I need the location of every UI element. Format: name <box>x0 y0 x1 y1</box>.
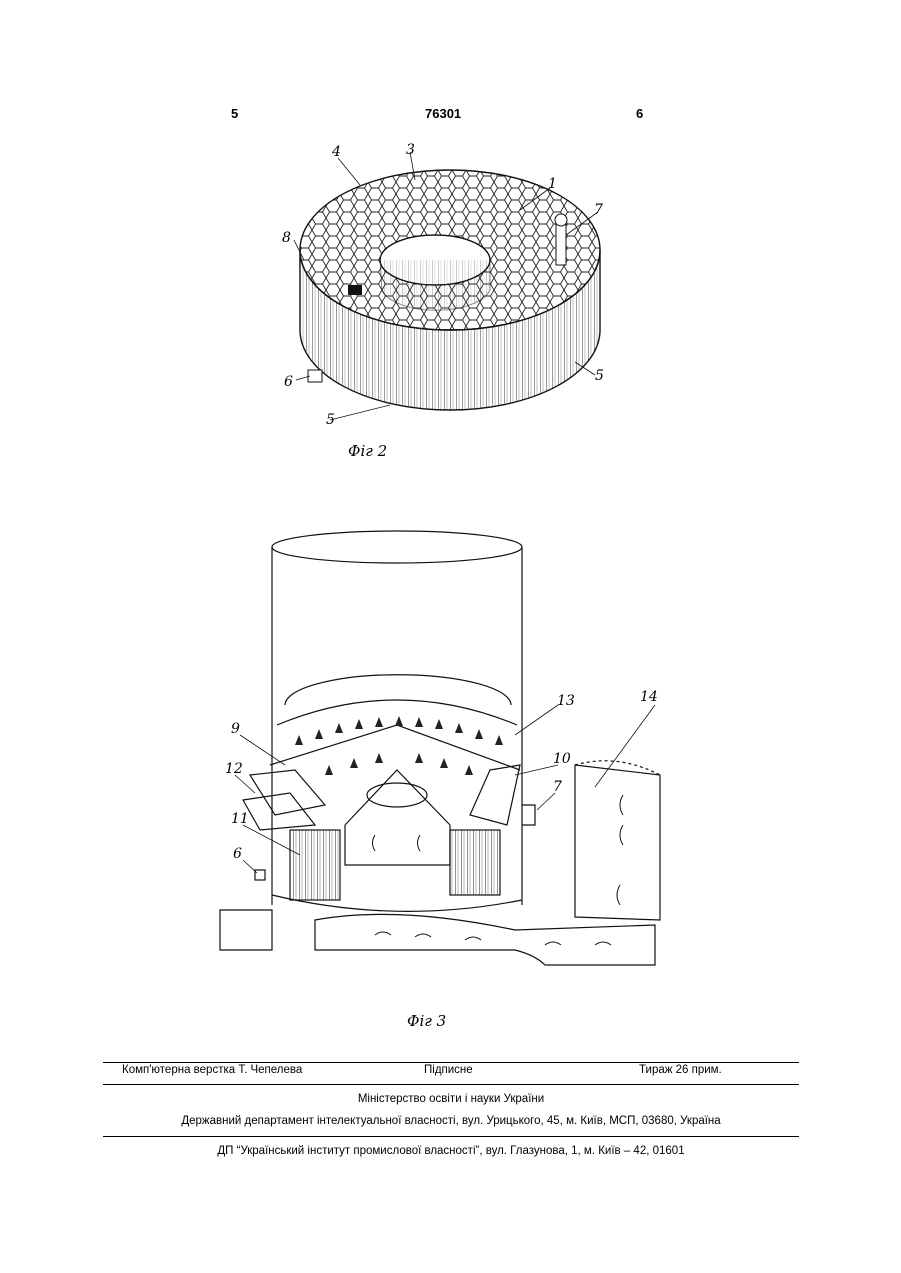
figure-2-caption: Фіг 2 <box>348 442 387 460</box>
fig3-label-6: 6 <box>233 846 242 862</box>
fig2-label-3: 3 <box>406 142 415 158</box>
figure-3-furnace-section: 9 12 11 6 13 10 7 14 <box>215 525 675 975</box>
fig2-label-4: 4 <box>331 144 341 160</box>
fig2-label-5-bottom: 5 <box>326 412 335 428</box>
left-page-number: 5 <box>231 106 238 121</box>
fig3-label-10: 10 <box>553 751 571 767</box>
document-number: 76301 <box>425 106 461 121</box>
fig3-label-9: 9 <box>231 721 240 737</box>
fig3-label-14: 14 <box>640 689 658 705</box>
fig3-label-12: 12 <box>225 761 243 777</box>
footer-ministry: Міністерство освіти і науки України <box>103 1093 799 1105</box>
footer-signed: Підписне <box>424 1064 473 1076</box>
footer-rule-top <box>103 1062 799 1063</box>
figure-2-honeycomb-ring: 4 3 1 7 8 6 5 5 <box>270 140 630 440</box>
fig2-label-8: 8 <box>282 230 291 246</box>
fig3-label-11: 11 <box>231 811 249 827</box>
footer-rule-bottom <box>103 1136 799 1137</box>
footer-circulation: Тираж 26 прим. <box>639 1064 722 1076</box>
footer-department: Державний департамент інтелектуальної вл… <box>103 1115 799 1127</box>
figure-3-caption: Фіг 3 <box>407 1012 446 1030</box>
fig3-label-7: 7 <box>553 779 562 795</box>
fig2-label-5-right: 5 <box>595 368 604 384</box>
right-page-number: 6 <box>636 106 643 121</box>
fig3-label-13: 13 <box>557 693 575 709</box>
footer-rule-middle <box>103 1084 799 1085</box>
fig2-label-6: 6 <box>284 374 293 390</box>
fig2-label-1: 1 <box>548 176 557 192</box>
footer-typesetting: Комп'ютерна верстка Т. Чепелева <box>122 1064 302 1076</box>
fig2-label-7: 7 <box>594 202 603 218</box>
footer-institute: ДП “Український інститут промислової вла… <box>103 1145 799 1157</box>
